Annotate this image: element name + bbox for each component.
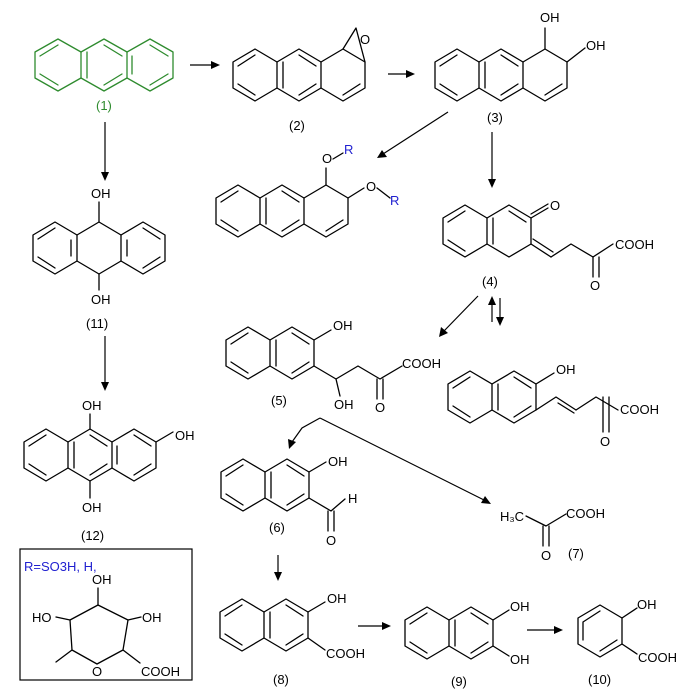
compound-2-label: (2) — [289, 118, 305, 133]
substituent-r-right: R — [390, 193, 399, 208]
compound-6: OH H O (6) — [220, 454, 357, 548]
reaction-arrows — [101, 61, 563, 634]
epoxide-oxygen: O — [360, 32, 370, 47]
compound-3-label: (3) — [487, 110, 503, 125]
compound-6-oh: OH — [328, 454, 348, 469]
compound-7-label: (7) — [568, 546, 584, 561]
compound-7-h3c: H₃C — [500, 509, 524, 524]
compound-5-label: (5) — [271, 393, 287, 408]
compound-1-label: (1) — [96, 98, 112, 113]
compound-3-oh-top: OH — [540, 10, 560, 25]
compound-1-anthracene: (1) — [34, 38, 174, 113]
compound-10-label: (10) — [588, 672, 611, 687]
conjugate-oxygen-top: O — [322, 151, 332, 166]
compound-10-oh: OH — [637, 597, 657, 612]
compound-5-o: O — [375, 400, 385, 415]
compound-3-conjugate: O R O R — [215, 142, 399, 238]
legend-r-definition: R=SO3H, H, — [24, 559, 97, 574]
compound-3-dihydrodiol: OH OH (3) — [434, 10, 606, 125]
compound-4-tautomer-oh: OH — [556, 362, 576, 377]
compound-5-oh-side: OH — [334, 397, 354, 412]
compound-4-tautomer: OH O COOH — [447, 362, 659, 449]
compound-4-ketone-o: O — [550, 198, 560, 213]
compound-12-oh-right: OH — [175, 428, 195, 443]
compound-6-h: H — [348, 491, 357, 506]
compound-6-label: (6) — [269, 520, 285, 535]
compound-12-oh-top: OH — [82, 398, 102, 413]
compound-5: OH OH O COOH (5) — [225, 318, 441, 415]
compound-10: OH COOH (10) — [577, 597, 677, 687]
compound-4-tautomer-cooh: COOH — [620, 402, 659, 417]
compound-11: OH OH (11) — [32, 186, 166, 331]
compound-8-cooh: COOH — [326, 646, 365, 661]
compound-7-pyruvate: H₃C O COOH (7) — [500, 506, 605, 563]
conjugate-oxygen-right: O — [366, 179, 376, 194]
compound-7-o: O — [541, 548, 551, 563]
glucuronide-cooh: COOH — [141, 664, 180, 679]
compound-5-cooh: COOH — [402, 356, 441, 371]
compound-2-epoxide: O (2) — [232, 27, 370, 133]
compound-9-label: (9) — [451, 674, 467, 689]
compound-4-label: (4) — [482, 274, 498, 289]
compound-3-oh-right: OH — [586, 38, 606, 53]
substituent-r-top: R — [344, 142, 353, 157]
glucuronide-ring-o: O — [92, 664, 102, 679]
compound-9-oh-top: OH — [510, 599, 530, 614]
compound-12-label: (12) — [81, 528, 104, 543]
compound-9-oh-bottom: OH — [510, 652, 530, 667]
compound-4-o: O — [590, 278, 600, 293]
compound-8-oh: OH — [327, 591, 347, 606]
compound-9: OH OH (9) — [404, 599, 530, 689]
glucuronide-structure: OH OH HO O COOH — [32, 572, 180, 679]
compound-10-cooh: COOH — [638, 650, 677, 665]
compound-4-tautomer-o: O — [600, 434, 610, 449]
compound-12-oh-bottom: OH — [82, 500, 102, 515]
compound-4: O O COOH (4) — [442, 198, 654, 293]
compound-8: OH COOH (8) — [219, 591, 365, 687]
compound-4-cooh: COOH — [615, 237, 654, 252]
glucuronide-ho-left: HO — [32, 610, 52, 625]
legend-box: R=SO3H, H, OH OH HO O COOH — [19, 548, 193, 681]
compound-11-oh-top: OH — [91, 186, 111, 201]
compound-6-o: O — [326, 533, 336, 548]
compound-8-label: (8) — [273, 672, 289, 687]
compound-5-oh-ring: OH — [333, 318, 353, 333]
compound-11-label: (11) — [86, 316, 108, 331]
glucuronide-oh-right: OH — [142, 610, 162, 625]
compound-7-cooh: COOH — [566, 506, 605, 521]
compound-12: OH OH OH (12) — [23, 398, 195, 543]
compound-11-oh-bottom: OH — [91, 292, 111, 307]
glucuronide-oh-top: OH — [92, 572, 112, 587]
